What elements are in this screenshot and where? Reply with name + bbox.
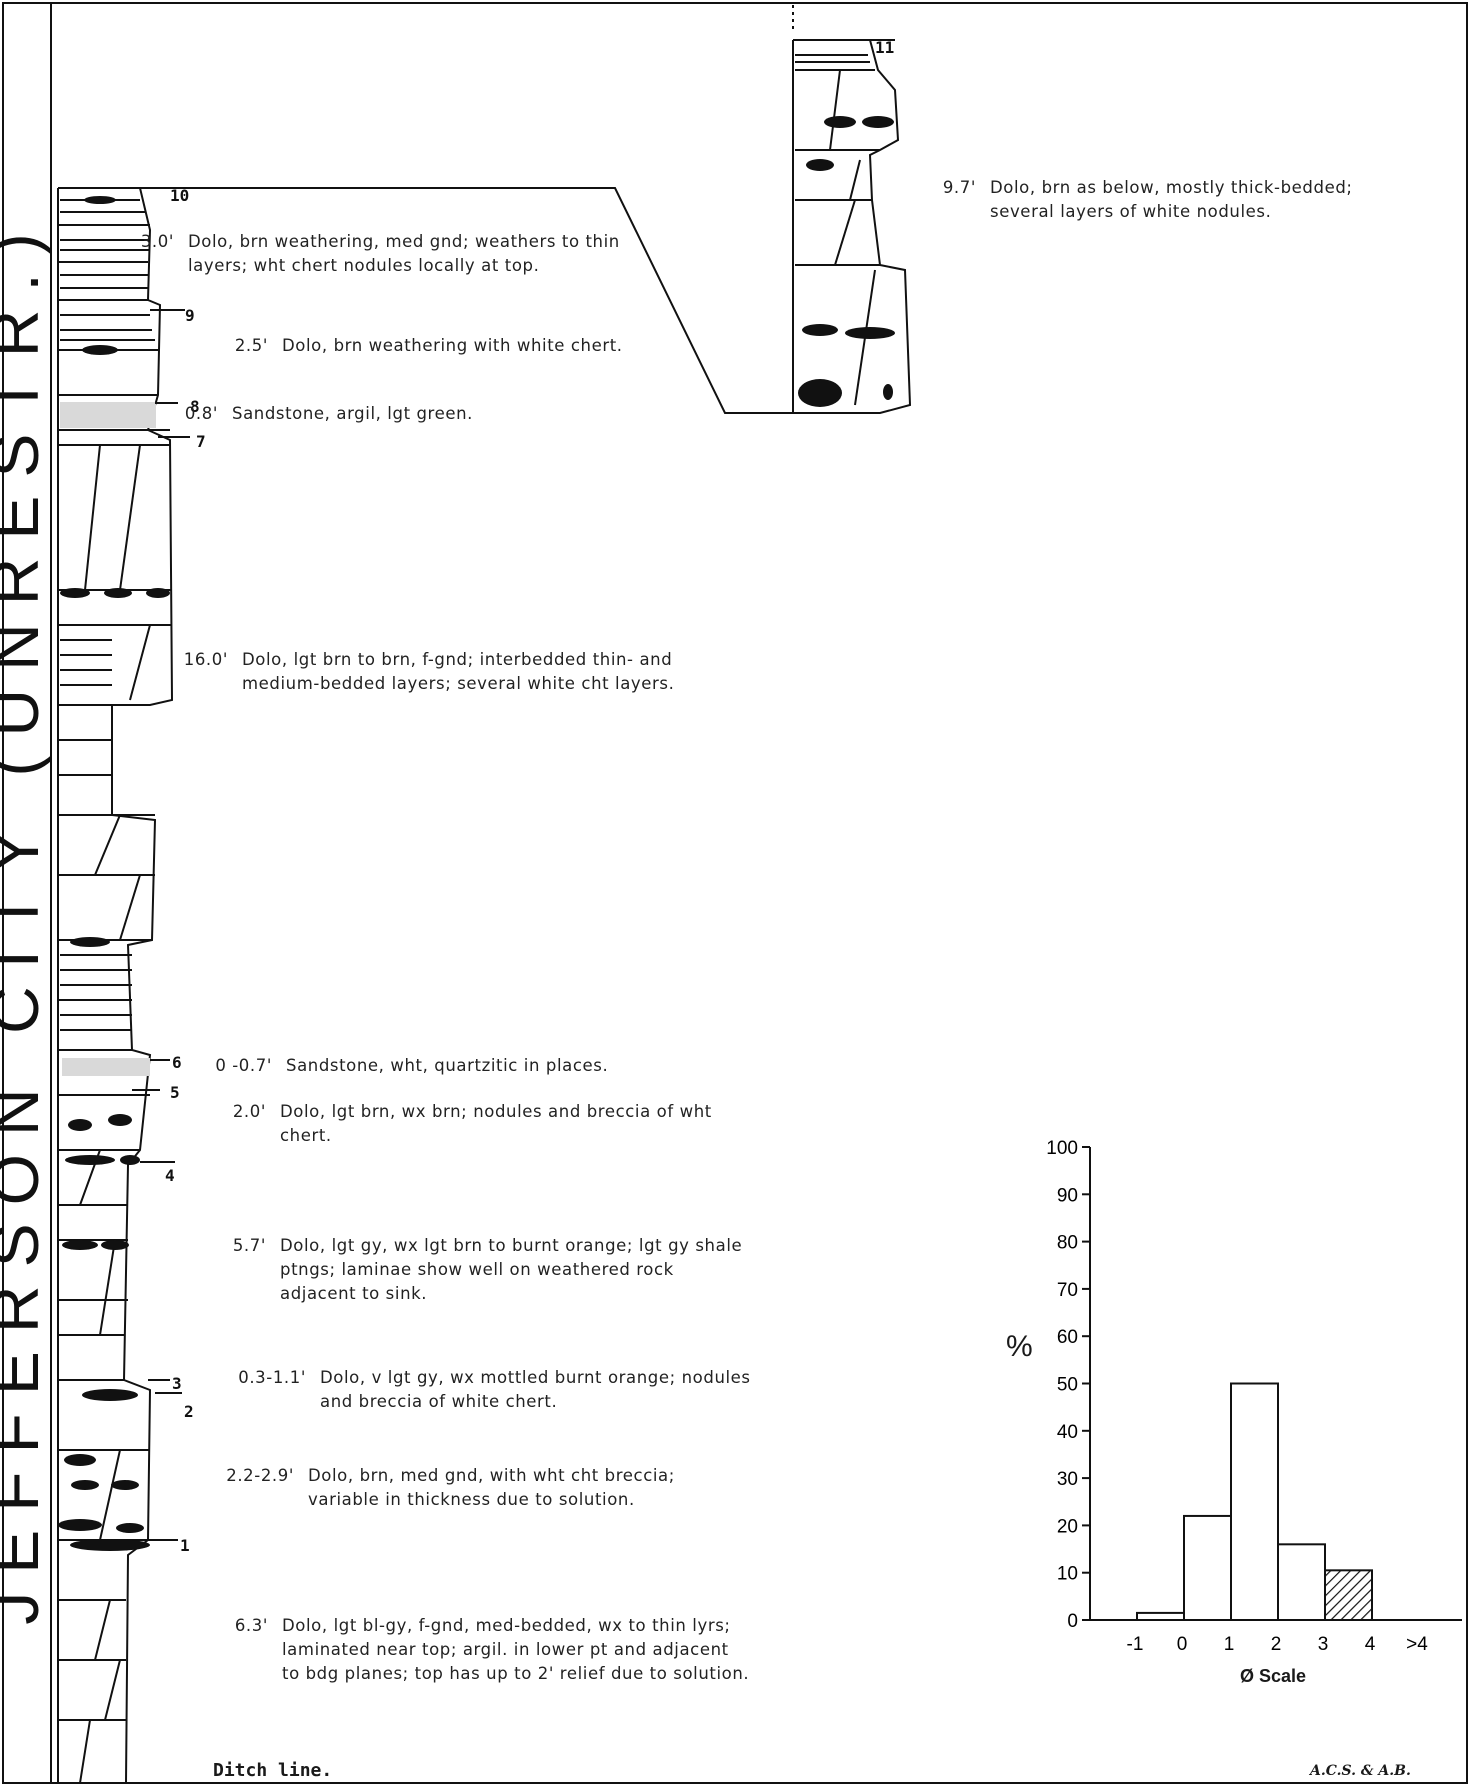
y-tick-label-30: 30	[1057, 1469, 1078, 1490]
y-tick-label-50: 50	[1057, 1375, 1078, 1396]
histogram-bar-4	[1325, 1570, 1372, 1620]
histogram-x-label: Ø Scale	[1240, 1666, 1306, 1687]
sandstone-bed-6	[62, 1058, 150, 1076]
bed-number-2: 2	[184, 1402, 194, 1421]
bed-7-description: 16.0'Dolo, lgt brn to brn, f-gnd; interb…	[158, 648, 712, 696]
bed-2-description: 2.2-2.9'Dolo, brn, med gnd, with wht cht…	[224, 1464, 738, 1512]
x-tick-label-3: 3	[1318, 1634, 1329, 1655]
x-tick-label-4: 4	[1365, 1634, 1376, 1655]
bed-number-11: 11	[875, 38, 894, 57]
bed-1-description: 6.3'Dolo, lgt bl-gy, f-gnd, med-bedded, …	[198, 1614, 752, 1686]
bed-10-description: 3.0'Dolo, brn weathering, med gnd; weath…	[104, 230, 628, 278]
section-title: JEFFERSON CITY (UNRESTR.)	[0, 195, 57, 1645]
bed-number-4: 4	[165, 1166, 175, 1185]
bed-8-description: 0.8'Sandstone, argil, lgt green.	[148, 402, 632, 426]
bed-number-3: 3	[172, 1374, 182, 1393]
histogram-bar-2	[1231, 1384, 1278, 1621]
bed-5-description: 2.0'Dolo, lgt brn, wx brn; nodules and b…	[196, 1100, 740, 1148]
x-tick-label--1: -1	[1127, 1634, 1144, 1655]
x-tick-label->4: >4	[1406, 1634, 1428, 1655]
bed-4-description: 5.7'Dolo, lgt gy, wx lgt brn to burnt or…	[196, 1234, 750, 1306]
x-tick-label-2: 2	[1271, 1634, 1282, 1655]
y-tick-label-0: 0	[1067, 1611, 1078, 1632]
bed-11-description: 9.7'Dolo, brn as below, mostly thick-bed…	[906, 176, 1410, 224]
bed-3-description: 0.3-1.1'Dolo, v lgt gy, wx mottled burnt…	[236, 1366, 760, 1414]
bed-number-1: 1	[180, 1536, 190, 1555]
histogram-bar-0	[1137, 1613, 1184, 1620]
y-tick-label-60: 60	[1057, 1327, 1078, 1348]
y-tick-label-20: 20	[1057, 1516, 1078, 1537]
sandstone-bed-8	[60, 402, 156, 428]
y-tick-label-40: 40	[1057, 1422, 1078, 1443]
bed-number-10: 10	[170, 186, 189, 205]
bed-number-9: 9	[185, 306, 195, 325]
y-tick-label-70: 70	[1057, 1280, 1078, 1301]
histogram-bar-3	[1278, 1544, 1325, 1620]
histogram-y-label: %	[1006, 1330, 1033, 1364]
y-tick-label-10: 10	[1057, 1564, 1078, 1585]
grain-size-histogram: 0 10 20 30 40 50 60 70 80 90 100 -1 0 1 2 3 4 >4	[1046, 1138, 1462, 1655]
bed-number-7: 7	[196, 432, 206, 451]
author-credit: A.C.S. & A.B.	[1310, 1763, 1411, 1779]
y-tick-label-80: 80	[1057, 1233, 1078, 1254]
ditch-line-label: Ditch line.	[213, 1760, 332, 1781]
y-tick-label-100: 100	[1046, 1138, 1078, 1159]
histogram-bar-1	[1184, 1516, 1231, 1620]
y-tick-label-90: 90	[1057, 1185, 1078, 1206]
bed-number-5: 5	[170, 1083, 180, 1102]
x-tick-label-1: 1	[1224, 1634, 1235, 1655]
bed-number-6: 6	[172, 1053, 182, 1072]
x-tick-label-0: 0	[1177, 1634, 1188, 1655]
bed-9-description: 2.5'Dolo, brn weathering with white cher…	[198, 334, 682, 358]
bed-6-description: 0 -0.7'Sandstone, wht, quartzitic in pla…	[202, 1054, 686, 1078]
